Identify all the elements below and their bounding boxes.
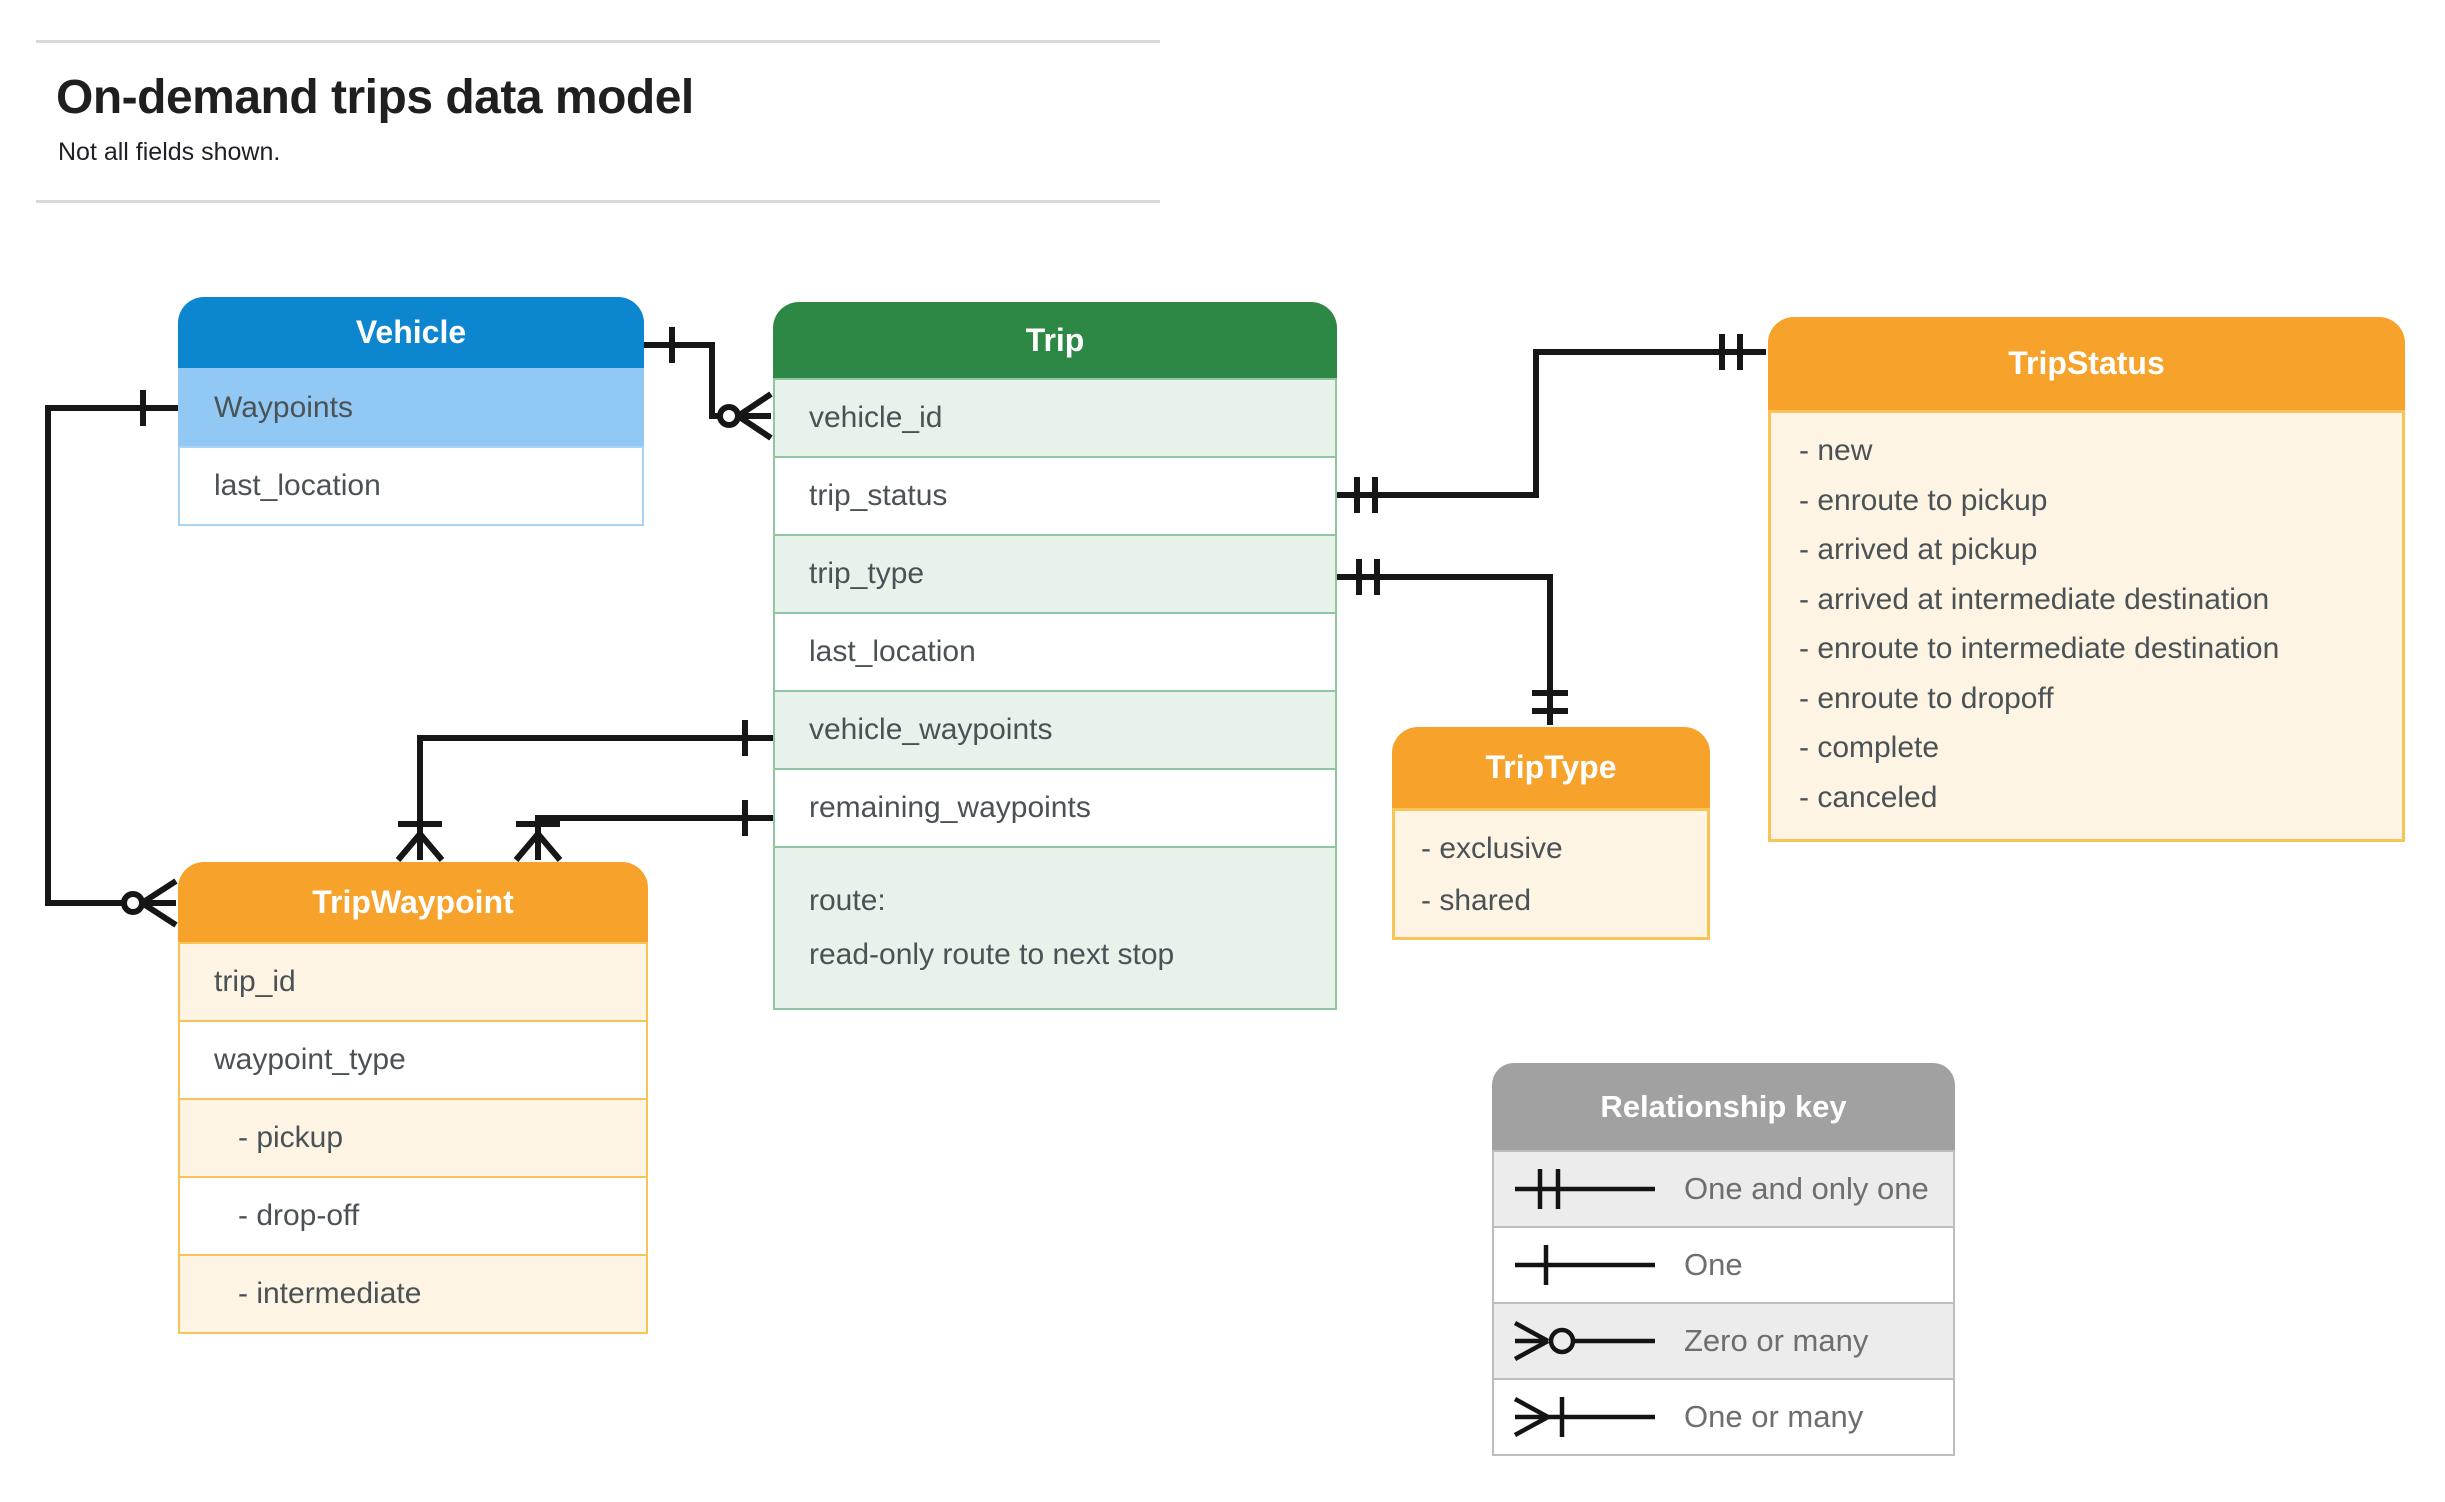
field-last-location: last_location <box>178 446 644 526</box>
zero-or-many-icon <box>1513 1321 1655 1361</box>
waypoint-intermediate: - intermediate <box>178 1254 648 1334</box>
legend-label: One or many <box>1684 1399 1864 1434</box>
top-divider <box>36 40 1160 43</box>
relationship-key: Relationship key One and only one One Ze… <box>1492 1063 1955 1456</box>
triptype-values: - exclusive - shared <box>1392 808 1710 940</box>
type-exclusive: - exclusive <box>1421 832 1563 865</box>
one-and-only-one-icon <box>1515 1169 1655 1209</box>
legend-label: Zero or many <box>1684 1323 1869 1358</box>
field-trip-id: trip_id <box>178 942 648 1022</box>
legend-row-zero-or-many: Zero or many <box>1492 1302 1955 1380</box>
route-description: read-only route to next stop <box>809 938 1175 971</box>
legend-label: One and only one <box>1684 1171 1929 1206</box>
zero-circle <box>717 404 741 428</box>
zero-circle <box>121 891 145 915</box>
status-complete: - complete <box>1799 731 1940 764</box>
entity-tripstatus-title: TripStatus <box>1768 317 2405 410</box>
field-remaining-waypoints: remaining_waypoints <box>773 768 1337 848</box>
status-arrived-at-pickup: - arrived at pickup <box>1799 533 2038 566</box>
field-waypoint-type: waypoint_type <box>178 1020 648 1100</box>
entity-trip: Trip vehicle_id trip_status trip_type la… <box>773 302 1337 1010</box>
legend-label: One <box>1684 1247 1743 1282</box>
waypoint-drop-off: - drop-off <box>178 1176 648 1256</box>
connector-vehicle-tripwaypoint <box>45 390 178 928</box>
legend-row-one-or-many: One or many <box>1492 1378 1955 1456</box>
crow-foot <box>140 878 178 928</box>
tripstatus-values: - new - enroute to pickup - arrived at p… <box>1768 410 2405 842</box>
cardinality-double-tick <box>1354 477 1378 513</box>
field-vehicle-waypoints: vehicle_waypoints <box>773 690 1337 770</box>
field-route: route: read-only route to next stop <box>773 846 1337 1010</box>
status-arrived-at-intermediate-destination: - arrived at intermediate destination <box>1799 582 2270 616</box>
connector-vehicle-waypoints-tripwaypoint <box>395 720 773 862</box>
connector-tripstatus <box>1337 334 1766 513</box>
field-trip-status: trip_status <box>773 456 1337 536</box>
crow-foot <box>736 391 773 441</box>
page-title: On-demand trips data model <box>56 71 694 124</box>
one-or-many-icon <box>1513 1397 1655 1437</box>
status-enroute-to-pickup: - enroute to pickup <box>1799 483 2048 517</box>
title-divider <box>36 200 1160 203</box>
route-label: route: <box>809 884 886 917</box>
waypoint-pickup: - pickup <box>178 1098 648 1178</box>
cardinality-double-tick <box>1356 559 1380 595</box>
cardinality-double-tick <box>1532 690 1568 714</box>
field-trip-type: trip_type <box>773 534 1337 614</box>
entity-trip-title: Trip <box>773 302 1337 378</box>
connector-vehicle-trip <box>644 327 773 441</box>
legend-row-one-and-only-one: One and only one <box>1492 1150 1955 1228</box>
status-enroute-to-intermediate-destination: - enroute to intermediate destination <box>1799 632 2280 665</box>
cardinality-double-tick <box>1719 334 1743 370</box>
field-waypoints: Waypoints <box>178 368 644 448</box>
relationship-key-title: Relationship key <box>1492 1063 1955 1150</box>
field-last-location: last_location <box>773 612 1337 692</box>
crow-foot <box>513 832 563 862</box>
connector-triptype <box>1337 559 1568 725</box>
status-new: - new <box>1799 434 1873 467</box>
crow-foot <box>395 832 445 862</box>
connector-remaining-waypoints-tripwaypoint <box>513 800 773 862</box>
entity-vehicle: Vehicle Waypoints last_location <box>178 297 644 526</box>
entity-tripstatus: TripStatus - new - enroute to pickup - a… <box>1768 317 2405 842</box>
field-vehicle-id: vehicle_id <box>773 378 1337 458</box>
status-canceled: - canceled <box>1799 780 1938 814</box>
entity-vehicle-title: Vehicle <box>178 297 644 368</box>
page-subtitle: Not all fields shown. <box>58 138 281 166</box>
entity-triptype: TripType - exclusive - shared <box>1392 727 1710 940</box>
entity-tripwaypoint: TripWaypoint trip_id waypoint_type - pic… <box>178 862 648 1334</box>
legend-row-one: One <box>1492 1226 1955 1304</box>
entity-triptype-title: TripType <box>1392 727 1710 808</box>
status-enroute-to-dropoff: - enroute to dropoff <box>1799 681 2054 715</box>
one-icon <box>1515 1245 1655 1285</box>
entity-tripwaypoint-title: TripWaypoint <box>178 862 648 942</box>
type-shared: - shared <box>1421 884 1532 917</box>
